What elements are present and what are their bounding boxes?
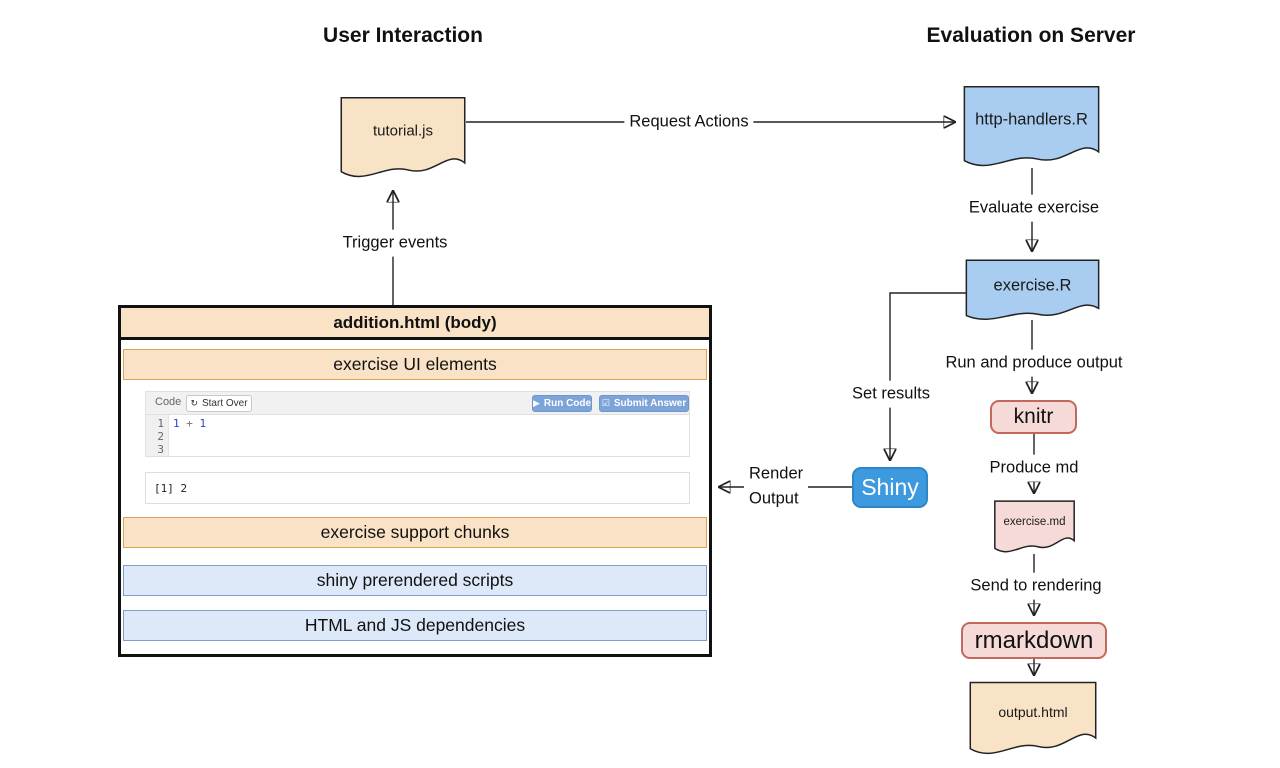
editor-gutter: 1 2 3 <box>146 415 169 456</box>
document-shape <box>963 85 1100 173</box>
edge-label-run-produce-output: Run and produce output <box>940 349 1128 377</box>
row-html-js-dependencies: HTML and JS dependencies <box>123 610 707 641</box>
submit-answer-button[interactable]: ☑ Submit Answer <box>599 395 689 412</box>
addition-box-header: addition.html (body) <box>121 308 709 340</box>
edge-label-request-actions: Request Actions <box>624 108 754 136</box>
node-label: rmarkdown <box>974 626 1094 654</box>
run-code-label: Run Code <box>543 398 592 409</box>
edge-label-render-output-line1: Render <box>749 464 804 483</box>
start-over-label: Start Over <box>201 398 248 409</box>
node-label: output.html <box>998 703 1068 720</box>
edge-label-trigger-events: Trigger events <box>337 229 453 257</box>
node-label: Shiny <box>861 474 919 500</box>
edge-label-evaluate-exercise: Evaluate exercise <box>963 194 1105 222</box>
document-shape <box>994 500 1075 555</box>
submit-answer-label: Submit Answer <box>613 398 687 409</box>
exercise-toolbar: Code ↻ Start Over ▶ Run Code ☑ Submit An… <box>145 391 690 414</box>
code-token-number: 1 <box>199 417 207 430</box>
gutter-line-number: 3 <box>157 443 164 456</box>
edge-label-produce-md: Produce md <box>984 454 1084 482</box>
checkbox-icon: ☑ <box>601 398 610 409</box>
row-exercise-support-chunks: exercise support chunks <box>123 517 707 548</box>
edge-label-render-output-line2: Output <box>749 489 799 507</box>
node-label: knitr <box>1013 405 1054 428</box>
document-shape <box>969 681 1097 758</box>
node-exercise-md: exercise.md <box>994 500 1075 555</box>
node-label: exercise.R <box>993 276 1072 295</box>
edge-label-send-to-rendering: Send to rendering <box>965 572 1107 600</box>
node-label: tutorial.js <box>372 122 434 140</box>
code-label: Code <box>155 396 182 408</box>
code-token-operator: + <box>179 417 200 430</box>
node-shiny: Shiny <box>852 467 928 508</box>
node-label: exercise.md <box>1003 516 1066 528</box>
edge-label-render-output: Render Output <box>744 460 809 512</box>
section-title-evaluation-server: Evaluation on Server <box>926 24 1136 47</box>
run-code-button[interactable]: ▶ Run Code <box>532 395 592 412</box>
addition-html-box: addition.html (body) exercise UI element… <box>118 305 712 657</box>
section-title-user-interaction: User Interaction <box>323 24 483 47</box>
editor-code-line: 1 + 1 <box>173 417 689 430</box>
row-exercise-ui-elements: exercise UI elements <box>123 349 707 380</box>
node-http-handlers: http-handlers.R <box>963 85 1100 173</box>
document-shape <box>965 259 1100 324</box>
code-token-number: 1 <box>173 417 180 430</box>
edge-label-set-results: Set results <box>847 380 935 408</box>
play-icon: ▶ <box>532 398 540 409</box>
node-rmarkdown: rmarkdown <box>961 622 1107 659</box>
code-editor[interactable]: 1 2 3 1 + 1 <box>145 414 690 457</box>
node-tutorial-js: tutorial.js <box>340 96 466 184</box>
code-output: [1] 2 <box>145 472 690 504</box>
document-shape <box>340 96 466 184</box>
node-exercise-r: exercise.R <box>965 259 1100 324</box>
refresh-icon: ↻ <box>190 398 198 409</box>
row-shiny-prerendered-scripts: shiny prerendered scripts <box>123 565 707 596</box>
gutter-line-number: 1 <box>157 417 164 430</box>
start-over-button[interactable]: ↻ Start Over <box>186 395 252 412</box>
gutter-line-number: 2 <box>157 430 164 443</box>
node-knitr: knitr <box>990 400 1077 434</box>
node-output-html: output.html <box>969 681 1097 758</box>
node-label: http-handlers.R <box>975 110 1088 129</box>
